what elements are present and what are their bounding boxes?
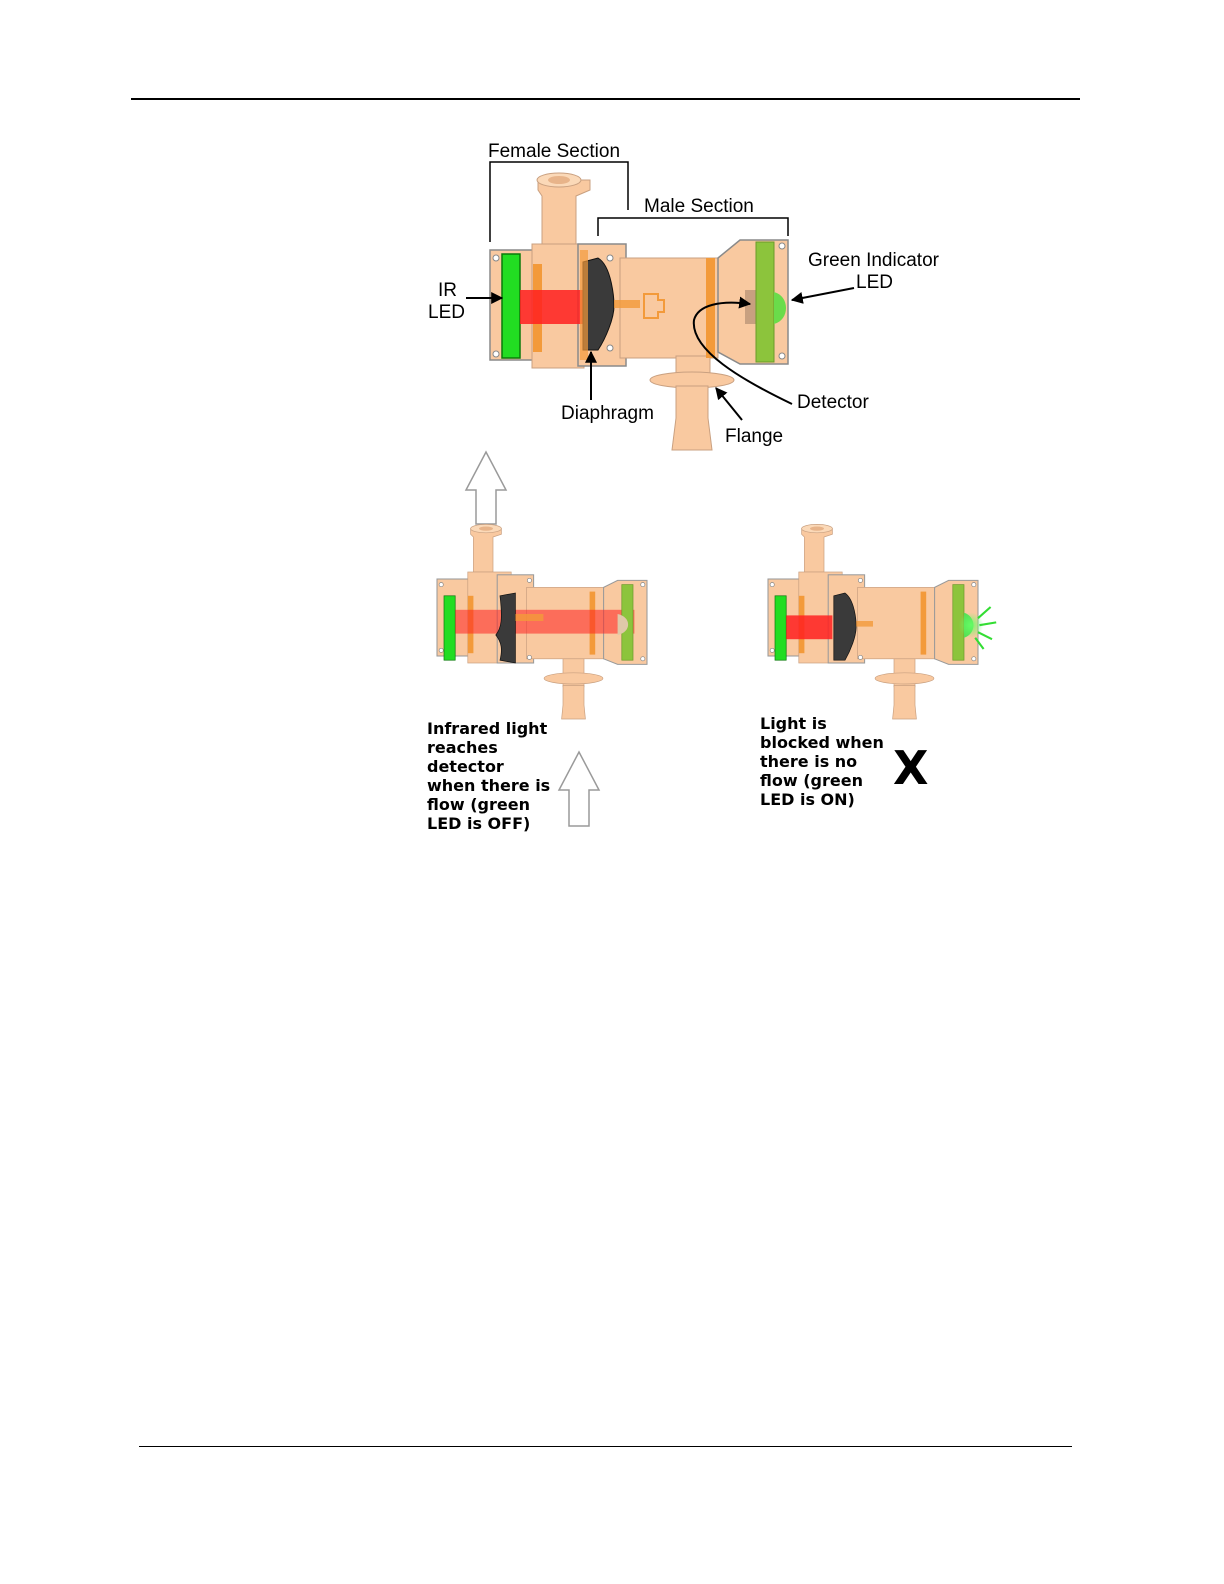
flow-caption-line: when there is xyxy=(427,776,550,795)
flange-arrow xyxy=(716,388,742,420)
flange-label: Flange xyxy=(725,426,783,447)
sensor-noflow-state xyxy=(768,524,996,719)
male-section-bracket xyxy=(598,218,788,236)
noflow-caption-line: flow (green xyxy=(760,771,863,790)
flow-caption: Infrared light reaches detector when the… xyxy=(427,719,550,833)
green-led-label-line1: Green Indicator xyxy=(808,250,940,271)
female-section-label: Female Section xyxy=(488,141,620,162)
flow-caption-line: LED is OFF) xyxy=(427,814,530,833)
green-led-arrow xyxy=(792,288,854,300)
flow-direction-arrow-lower xyxy=(559,752,599,826)
flow-caption-line: Infrared light xyxy=(427,719,548,738)
noflow-caption-line: LED is ON) xyxy=(760,790,855,809)
noflow-caption-line: blocked when xyxy=(760,733,884,752)
sensor-flow-state xyxy=(437,524,647,719)
flow-caption-line: reaches xyxy=(427,738,498,757)
flow-caption-line: flow (green xyxy=(427,795,530,814)
ir-led-label-line2: LED xyxy=(428,302,465,323)
ir-led-label-line1: IR xyxy=(438,280,457,301)
noflow-caption-line: there is no xyxy=(760,752,857,771)
no-flow-x-mark: X xyxy=(893,741,928,795)
noflow-caption-line: Light is xyxy=(760,714,827,733)
flow-caption-line: detector xyxy=(427,757,504,776)
green-led-label-line2: LED xyxy=(856,272,893,293)
diaphragm-label: Diaphragm xyxy=(561,403,654,424)
male-section-label: Male Section xyxy=(644,196,754,217)
flow-direction-arrow-upper xyxy=(466,452,506,524)
detector-label: Detector xyxy=(797,392,869,413)
noflow-caption: Light is blocked when there is no flow (… xyxy=(760,714,884,809)
